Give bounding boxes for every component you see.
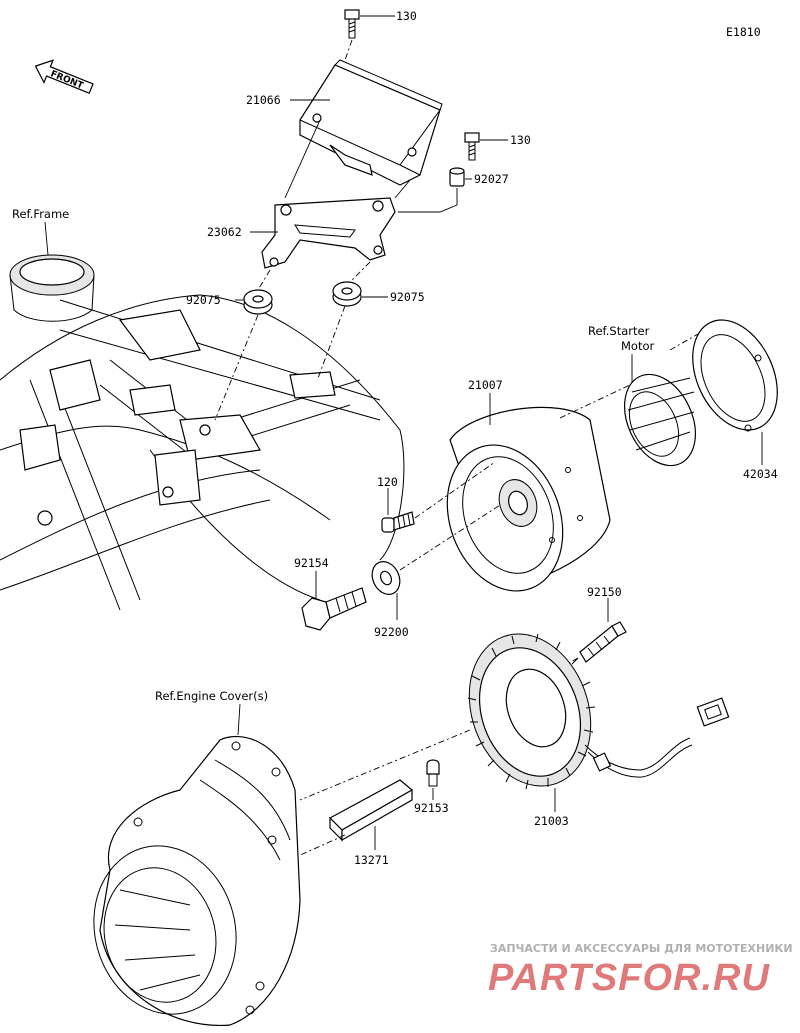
watermark-tagline: ЗАПЧАСТИ И АКСЕССУАРЫ ДЛЯ МОТОТЕХНИКИ — [490, 942, 793, 955]
grommet-92075-right — [332, 281, 362, 307]
bolt-92154 — [301, 587, 367, 631]
frame-assembly — [0, 254, 405, 611]
ring-42034 — [692, 319, 778, 432]
part-92075-right-label: 92075 — [390, 290, 425, 304]
part-42034-label: 42034 — [743, 467, 778, 481]
part-92154-label: 92154 — [294, 556, 329, 570]
grommet-92075-left — [243, 289, 273, 315]
part-92153-label: 92153 — [414, 801, 449, 815]
ref-starter-motor-label-2: Motor — [621, 339, 655, 353]
front-arrow-icon: FRONT — [34, 59, 94, 95]
ref-engine-cover-label: Ref.Engine Cover(s) — [155, 689, 268, 703]
ref-starter-motor-label-1: Ref.Starter — [588, 324, 650, 338]
part-92150-label: 92150 — [587, 585, 622, 599]
bolt-130-top — [344, 9, 360, 39]
part-21007-label: 21007 — [468, 378, 503, 392]
part-21066-label: 21066 — [246, 93, 281, 107]
bolt-120 — [381, 511, 415, 533]
bracket-23062 — [261, 197, 396, 269]
part-92075-left-label: 92075 — [186, 293, 221, 307]
part-92200-label: 92200 — [374, 625, 409, 639]
stator-21003 — [467, 633, 730, 790]
part-130-right-label: 130 — [510, 133, 531, 147]
part-120-label: 120 — [377, 475, 398, 489]
collar-92027 — [449, 167, 465, 187]
starter-clutch — [624, 373, 696, 467]
front-arrow-label: FRONT — [49, 69, 85, 91]
part-130-top-label: 130 — [396, 9, 417, 23]
part-13271-label: 13271 — [354, 853, 389, 867]
part-92027-label: 92027 — [474, 172, 509, 186]
engine-cover — [93, 736, 301, 1026]
diagram-code: E1810 — [726, 25, 761, 39]
regulator-21066 — [299, 59, 443, 186]
washer-92200 — [371, 561, 401, 595]
part-23062-label: 23062 — [207, 225, 242, 239]
watermark-brand: PARTSFOR.RU — [488, 957, 770, 999]
bolt-130-right — [464, 132, 480, 161]
bolt-92150 — [579, 621, 627, 663]
bolt-92153 — [426, 759, 440, 787]
part-21003-label: 21003 — [534, 814, 569, 828]
plate-13271 — [329, 779, 414, 842]
rotor-21007 — [446, 406, 611, 592]
ref-frame-label: Ref.Frame — [12, 207, 69, 221]
